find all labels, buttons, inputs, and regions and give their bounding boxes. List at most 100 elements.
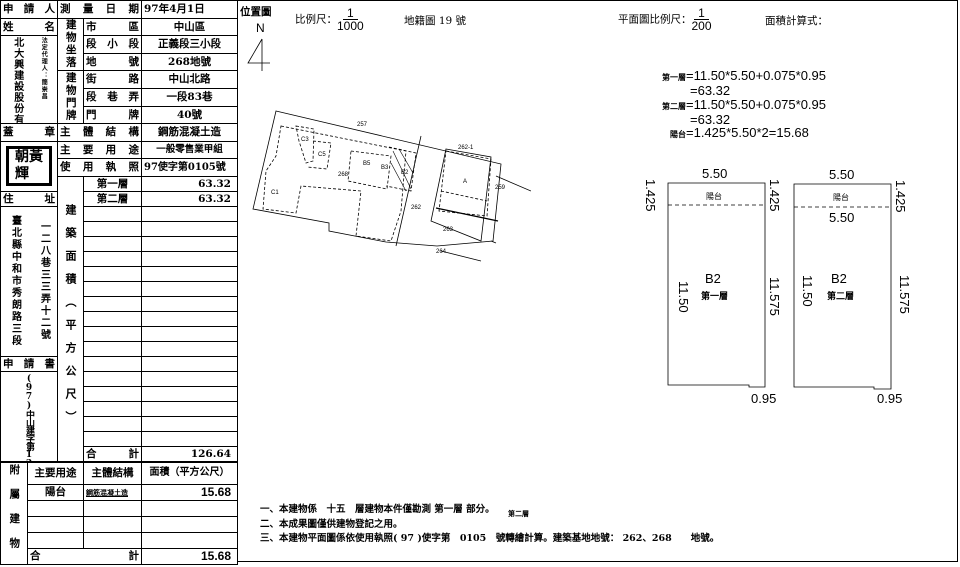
total-label: 合計 bbox=[83, 445, 142, 462]
floor-label: 第二層 bbox=[827, 290, 854, 302]
street-label: 街路 bbox=[83, 70, 142, 89]
lot-label: 259 bbox=[495, 185, 506, 191]
application-label: 申請書 bbox=[0, 355, 58, 372]
floor-name: 第二層 bbox=[83, 190, 142, 207]
street: 中山北路 bbox=[141, 70, 238, 89]
name-label: 姓名 bbox=[0, 17, 58, 37]
lot-label: 264 bbox=[436, 249, 447, 255]
dimension-right: 11.575 bbox=[897, 275, 912, 314]
plan-scale-label: 平面圖比例尺： bbox=[618, 13, 692, 26]
lot-label: C5 bbox=[318, 152, 326, 158]
lot-label: C3 bbox=[301, 137, 309, 143]
doorplate-label: 建物門牌 bbox=[57, 70, 84, 125]
scale-label: 比例尺： bbox=[295, 13, 337, 26]
lot-label: C1 bbox=[271, 190, 279, 196]
lot-label: 262 bbox=[411, 205, 422, 211]
dimension-left-top: 1.425 bbox=[643, 179, 658, 212]
annex-label: 附屬建物 bbox=[0, 461, 28, 565]
number: 40號 bbox=[141, 105, 238, 125]
balcony-label: 陽台 bbox=[706, 191, 722, 201]
seal-stamp: 朝黃輝 bbox=[6, 146, 52, 187]
permit: 97使字第0105號 bbox=[141, 158, 238, 177]
lot-label: B5 bbox=[363, 161, 371, 167]
total-area: 126.64 bbox=[141, 445, 238, 462]
representative: 法定代理人：簡崇昌 bbox=[40, 36, 48, 100]
floor-name: 第一層 bbox=[83, 175, 142, 192]
plan-scale-den: 200 bbox=[691, 19, 712, 33]
floor-plan-1: 5.50 陽台 1.425 1.425 11.50 11.575 B2 第一層 … bbox=[643, 166, 782, 406]
district-label: 市區 bbox=[83, 17, 142, 37]
application-number: (97)中山建字第1338號 bbox=[0, 370, 58, 462]
address: 臺北縣中和市秀朗路三段 一二八巷三三弄十二號 bbox=[0, 205, 58, 357]
floor-plans: 5.50 陽台 1.425 1.425 11.50 11.575 B2 第一層 … bbox=[643, 166, 912, 406]
north-arrow-icon bbox=[247, 38, 270, 71]
seal-cell: 朝黃輝 bbox=[0, 140, 58, 192]
district: 中山區 bbox=[141, 17, 238, 37]
lane: 一段83巷 bbox=[141, 87, 238, 107]
dimension-top: 5.50 bbox=[702, 166, 727, 181]
dimension-bottom: 0.95 bbox=[751, 391, 776, 406]
area-label: 建築面積（平方公尺） bbox=[57, 175, 84, 462]
formula-floor-1: 第一層=11.50*5.50+0.075*0.95=63.32 bbox=[662, 68, 827, 98]
formula-floor-2: 第二層=11.50*5.50+0.075*0.95=63.32 bbox=[662, 97, 827, 127]
structure: 鋼筋混凝土造 bbox=[141, 123, 238, 142]
address-label: 住址 bbox=[0, 190, 58, 207]
north-label: N bbox=[256, 21, 265, 35]
annex-area: 15.68 bbox=[141, 483, 238, 501]
dimension-bottom: 0.95 bbox=[877, 391, 902, 406]
section-label: 段小段 bbox=[83, 35, 142, 54]
dimension-right-top: 1.425 bbox=[767, 179, 782, 212]
survey-date: 97年4月1日 bbox=[141, 0, 238, 19]
annex-total-label: 合計 bbox=[27, 547, 142, 565]
lot-label: 263 bbox=[443, 227, 454, 233]
note-3: 三、本建物平面圖係依使用執照( 97 )使字第 0105 號轉繪計算。建築基地地… bbox=[260, 533, 720, 544]
lot-label: A bbox=[463, 179, 467, 185]
formula-balcony: 陽台=1.425*5.50*2=15.68 bbox=[670, 125, 809, 140]
annex-use-header: 主要用途 bbox=[27, 461, 84, 485]
unit-label: B2 bbox=[831, 271, 847, 286]
note-2: 二、本成果圖僅供建物登記之用。 bbox=[260, 519, 403, 530]
dimension-right-top: 1.425 bbox=[893, 180, 908, 213]
company-name: 北大興建設股份有限公司 bbox=[11, 36, 23, 124]
location-map-label: 位置圖 bbox=[240, 6, 272, 18]
use: 一般零售業甲組 bbox=[141, 140, 238, 160]
plan-scale-num: 1 bbox=[694, 7, 709, 20]
scale-den: 1000 bbox=[337, 19, 364, 33]
dimension-left: 11.50 bbox=[676, 281, 691, 313]
lot-label: 268 bbox=[338, 172, 349, 178]
location-label: 建物坐落 bbox=[57, 17, 84, 72]
floor-label: 第一層 bbox=[701, 290, 728, 302]
section: 正義段三小段 bbox=[141, 35, 238, 54]
area-formula-label: 面積計算式： bbox=[765, 15, 828, 27]
survey-date-label: 測量日期 bbox=[57, 0, 142, 19]
site-map-labels: 257 262-1 C3 C5 B5 B3 B2 268 C1 A 259 26… bbox=[271, 122, 506, 255]
unit-label: B2 bbox=[705, 271, 721, 286]
scale-num: 1 bbox=[343, 7, 358, 20]
use-label: 主要用途 bbox=[57, 140, 142, 160]
annex-area-header: 面積（平方公尺） bbox=[141, 461, 238, 485]
seal-label: 蓋章 bbox=[0, 123, 58, 142]
annex-total: 15.68 bbox=[141, 547, 238, 565]
floor-plan-2: 5.50 陽台 5.50 1.425 11.50 11.575 B2 第二層 0… bbox=[793, 167, 912, 406]
lot-label: 257 bbox=[357, 122, 368, 128]
address-line-2: 一二八巷三三弄十二號 bbox=[38, 221, 50, 342]
annex-use: 陽台 bbox=[27, 483, 84, 501]
dimension-left: 11.50 bbox=[800, 275, 815, 307]
dimension-inner: 5.50 bbox=[829, 210, 854, 225]
dimension-right: 11.575 bbox=[767, 277, 782, 316]
permit-label: 使用執照 bbox=[57, 158, 142, 177]
note-1: 一、本建物係 十五 層建物本件僅勘測 第一層 部分。 bbox=[260, 504, 495, 515]
annex-structure-header: 主體結構 bbox=[83, 461, 142, 485]
lot-label: 262-1 bbox=[458, 145, 474, 151]
lot-label: B2 bbox=[401, 170, 409, 176]
lane-label: 段巷弄 bbox=[83, 87, 142, 107]
floor-area: 63.32 bbox=[141, 175, 238, 192]
annex-row: 陽台 鋼筋混凝土造 15.68 bbox=[1, 483, 238, 501]
cadastral-map-number: 地籍圖 19 號 bbox=[404, 15, 467, 27]
note-1-floor: 第二層 bbox=[508, 509, 529, 518]
annex-table: 附屬建物 主要用途 主體結構 面積（平方公尺） 陽台 鋼筋混凝土造 15.68 … bbox=[0, 461, 238, 565]
annex-structure: 鋼筋混凝土造 bbox=[83, 483, 142, 501]
structure-label: 主體結構 bbox=[57, 123, 142, 142]
